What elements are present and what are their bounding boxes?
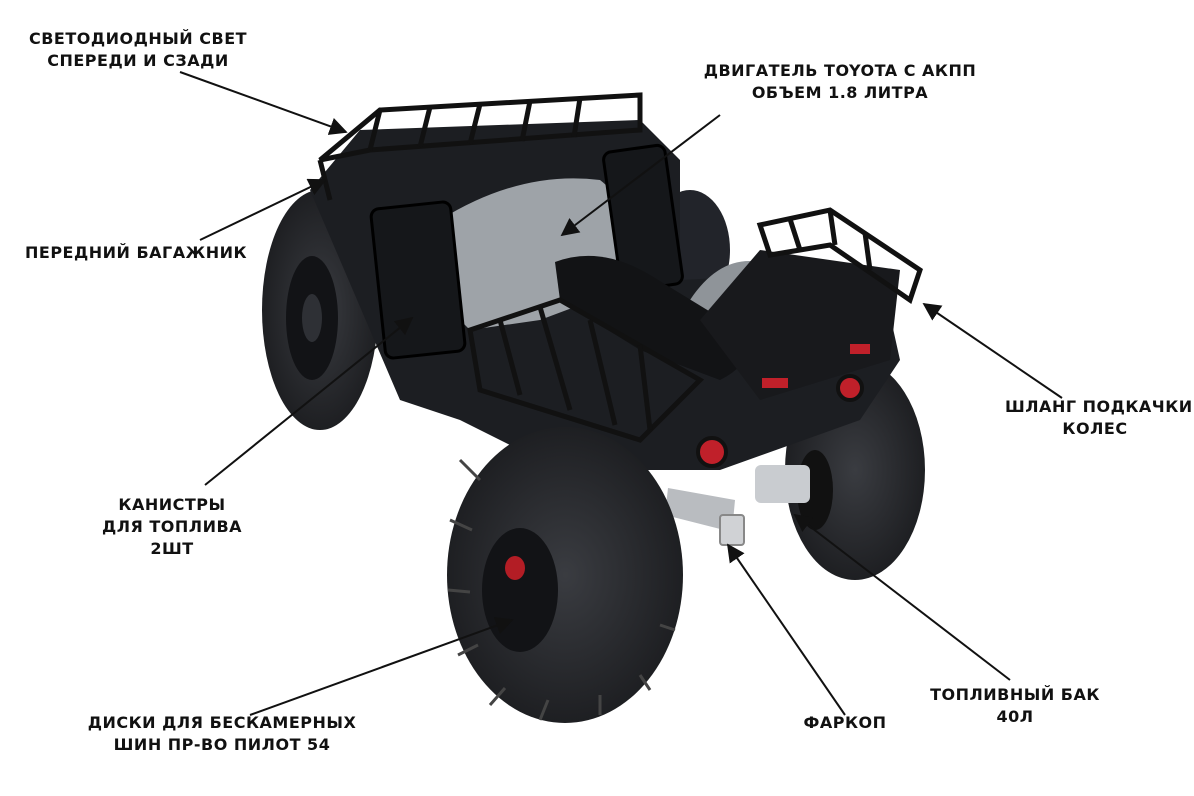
atv-image [262,92,925,723]
label-wheel-discs: ДИСКИ ДЛЯ БЕСКАМЕРНЫХ ШИН ПР-ВО ПИЛОТ 54 [82,712,362,756]
lower-rack [467,297,705,443]
front-rack [317,92,643,201]
label-line: СВЕТОДИОДНЫЙ СВЕТ [28,29,248,48]
label-fuel-tank: ТОПЛИВНЫЙ БАК 40Л [930,684,1100,728]
label-line: ДЛЯ ТОПЛИВА [101,517,243,536]
label-line: ШЛАНГ ПОДКАЧКИ [1005,397,1193,416]
taillight-right [850,344,870,354]
label-fuel-cans: КАНИСТРЫ ДЛЯ ТОПЛИВА 2ШТ [82,494,262,560]
leader-wheel-discs [249,617,514,716]
label-tow-hitch: ФАРКОП [790,712,900,734]
taillight-left [762,378,788,388]
label-line: КОЛЕС [1062,419,1128,438]
label-line: 40Л [996,707,1034,726]
fuel-tank [755,465,810,503]
label-line: СПЕРЕДИ И СЗАДИ [47,51,229,70]
label-line: ДВИГАТЕЛЬ TOYOTA С АКПП [703,61,977,80]
label-line: ФАРКОП [803,713,887,732]
label-front-rack: ПЕРЕДНИЙ БАГАЖНИК [25,242,248,264]
leader-led-light [179,71,348,135]
label-line: ОБЪЕМ 1.8 ЛИТРА [751,83,929,102]
leader-engine [560,114,721,237]
label-pump-hose: ШЛАНГ ПОДКАЧКИ КОЛЕС [1005,396,1193,440]
tow-hitch [665,488,745,546]
leader-front-rack [199,178,327,241]
label-line: 2ШТ [150,539,194,558]
round-light-left [696,436,728,468]
label-line: ТОПЛИВНЫЙ БАК [930,685,1100,704]
leader-pump-hose [922,302,1063,399]
leader-fuel-tank [793,513,1011,681]
fuel-cans [369,143,684,360]
rear-rack [756,207,923,304]
rear-box [700,250,900,400]
seat [555,255,747,380]
leader-lines [179,71,1063,716]
label-line: КАНИСТРЫ [118,495,226,514]
label-engine: ДВИГАТЕЛЬ TOYOTA С АКПП ОБЪЕМ 1.8 ЛИТРА [700,60,980,104]
leader-fuel-cans [204,316,414,486]
label-line: ШИН ПР-ВО ПИЛОТ 54 [113,735,331,754]
label-led-light: СВЕТОДИОДНЫЙ СВЕТ СПЕРЕДИ И СЗАДИ [28,28,248,72]
rear-left-tire [447,427,683,723]
label-line: ДИСКИ ДЛЯ БЕСКАМЕРНЫХ [87,713,357,732]
label-line: ПЕРЕДНИЙ БАГАЖНИК [25,243,248,262]
leader-tow-hitch [726,543,846,716]
round-light-right [836,374,864,402]
